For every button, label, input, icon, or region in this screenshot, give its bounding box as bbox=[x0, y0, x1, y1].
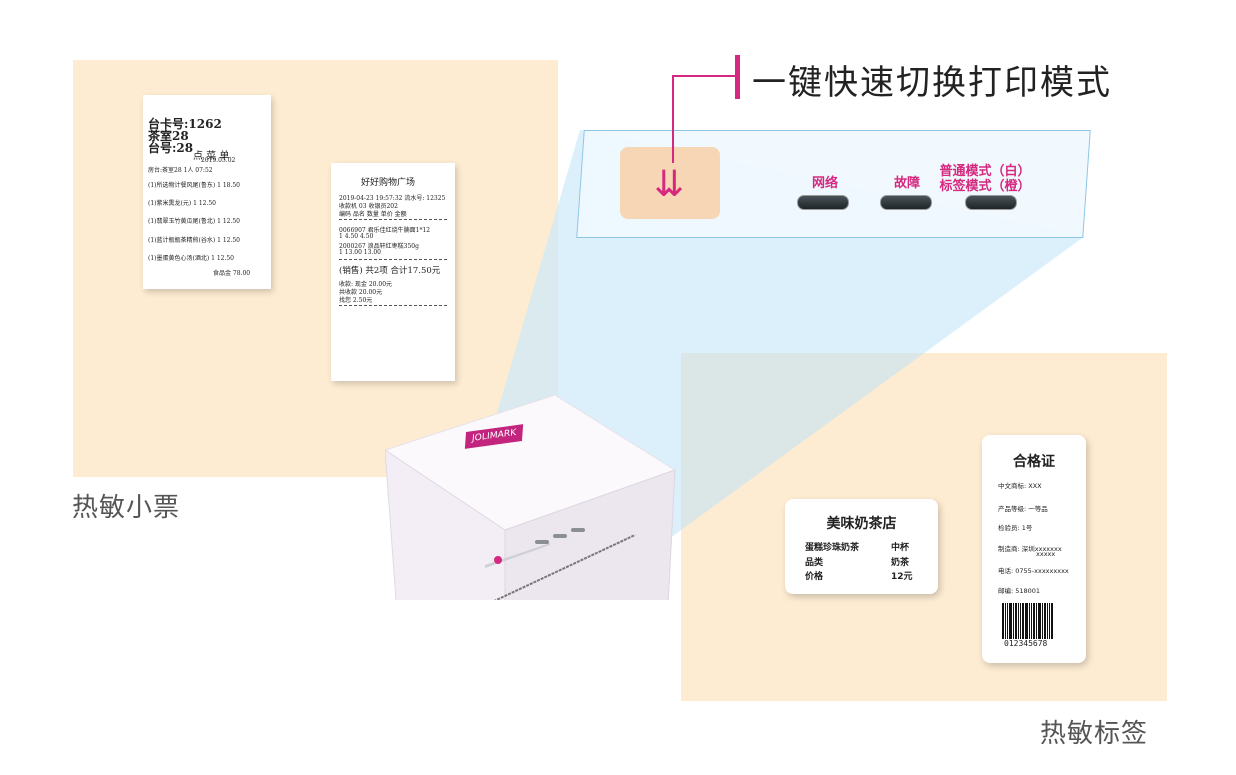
fault-indicator-label: 故障 bbox=[893, 176, 920, 191]
receipt-line: 找您 2.50元 bbox=[339, 297, 373, 304]
shopping-receipt: 好好购物广场 2019-04-23 19:57:32 流水号: 12325 收款… bbox=[331, 163, 455, 381]
receipt-line: 台卡号:1262 bbox=[148, 117, 222, 131]
barcode-bar bbox=[1009, 603, 1012, 639]
barcode-bar bbox=[1002, 603, 1004, 639]
label-line: 中文商标: XXX bbox=[998, 482, 1042, 490]
receipt-line: (1)翡翠玉竹黄瓜尾(鲁北) 1 12.50 bbox=[148, 218, 240, 225]
callout-line-vertical bbox=[672, 75, 674, 163]
mode-switch-button[interactable] bbox=[620, 147, 720, 219]
barcode-bar bbox=[1051, 603, 1053, 639]
fault-led bbox=[880, 195, 932, 210]
barcode-bar bbox=[1005, 603, 1006, 639]
barcode-bar bbox=[1029, 603, 1030, 639]
label-value: 12元 bbox=[891, 572, 913, 582]
receipt-line: 2019-04-23 19:57:32 流水号: 12325 bbox=[339, 195, 446, 202]
receipt-line: 收款: 现金 20.00元 bbox=[339, 281, 393, 288]
label-value: 奶茶 bbox=[891, 558, 910, 568]
network-led bbox=[797, 195, 849, 210]
label-line: 制造商: 深圳xxxxxxx bbox=[998, 545, 1062, 553]
receipt-total: (销售) 共2项 合计17.50元 bbox=[339, 266, 441, 276]
barcode-bar bbox=[1013, 603, 1014, 639]
label-line: 邮编: 518001 bbox=[998, 587, 1041, 595]
receipt-line: (1)墨蛋黄色心汤(酒北) 1 12.50 bbox=[148, 255, 234, 262]
receipt-line: 编码 品名 数量 单价 金额 bbox=[339, 211, 407, 218]
receipt-line: 1 13.00 13.00 bbox=[339, 249, 381, 256]
receipt-divider bbox=[339, 219, 447, 220]
receipt-line: 房台:茶室28 1人 07:52 bbox=[148, 167, 213, 174]
barcode-bar bbox=[1038, 603, 1041, 639]
receipt-line: 1 4.50 4.50 bbox=[339, 233, 374, 240]
barcode-bar bbox=[1044, 603, 1046, 639]
label-line: 检验员: 1号 bbox=[998, 524, 1033, 532]
receipt-divider bbox=[339, 259, 447, 260]
label-mode-label: 标签模式（橙） bbox=[939, 179, 1031, 194]
barcode-bar bbox=[1047, 603, 1048, 639]
label-line: 电话: 0755-xxxxxxxxx bbox=[998, 567, 1069, 575]
label-value: 中杯 bbox=[891, 543, 910, 553]
receipt-divider bbox=[339, 305, 447, 306]
printer-body bbox=[385, 395, 677, 600]
normal-mode-label: 普通模式（白） bbox=[939, 164, 1031, 179]
barcode-number: 012345678 bbox=[1004, 639, 1048, 648]
barcode-bar bbox=[1015, 603, 1017, 639]
certificate-label: 合格证 中文商标: XXX 产品等级: 一等品 检验员: 1号 制造商: 深圳x… bbox=[982, 435, 1086, 663]
receipt-line: (1)紫米熏龙(元) 1 12.50 bbox=[148, 200, 216, 207]
callout-line bbox=[673, 75, 735, 77]
receipt-line: (1)蓝计瓶瓶茶精煎(谷水) 1 12.50 bbox=[148, 237, 240, 244]
receipt-line: 食品金 78.00 bbox=[213, 270, 251, 277]
mode-switch-icon: ⇊ bbox=[653, 164, 685, 205]
receipt-title: 好好购物广场 bbox=[361, 178, 416, 188]
headline: 一键快速切换打印模式 bbox=[752, 63, 1112, 103]
caption-thermal-label: 热敏标签 bbox=[1040, 719, 1149, 749]
label-key: 品类 bbox=[805, 558, 824, 568]
receipt-line: 2019.05.02 bbox=[201, 157, 236, 164]
barcode-bar bbox=[1033, 603, 1035, 639]
label-line: 产品等级: 一等品 bbox=[998, 505, 1048, 513]
barcode-bar bbox=[1049, 603, 1050, 639]
label-line: xxxxx bbox=[1036, 550, 1056, 558]
caption-thermal-receipt: 热敏小票 bbox=[72, 493, 181, 523]
receipt-line: (1)所选物计餐风尾(鲁东) 1 18.50 bbox=[148, 182, 240, 189]
label-key: 价格 bbox=[805, 572, 824, 582]
barcode-bar bbox=[1042, 603, 1043, 639]
label-title: 美味奶茶店 bbox=[826, 516, 897, 532]
receipt-line: 0066907 君乐佳红烧牛腩面1*12 bbox=[339, 227, 431, 234]
receipt-line: 茶室28 bbox=[148, 129, 189, 143]
barcode-bar bbox=[1025, 603, 1028, 639]
barcode-bar bbox=[1020, 603, 1021, 639]
barcode bbox=[1002, 603, 1068, 643]
label-title: 合格证 bbox=[1013, 454, 1055, 470]
receipt-line: 台号:28 bbox=[148, 141, 194, 155]
barcode-bar bbox=[1031, 603, 1032, 639]
receipt-line: 2000267 浪品轩红枣糕350g bbox=[339, 243, 419, 250]
mode-led bbox=[965, 195, 1017, 210]
barcode-bar bbox=[1007, 603, 1008, 639]
order-receipt: 台卡号:1262 茶室28 台号:28 点 菜 单 2019.05.02 房台:… bbox=[143, 95, 271, 289]
milk-tea-label: 美味奶茶店 蛋糕珍珠奶茶 中杯 品类 奶茶 价格 12元 bbox=[785, 499, 938, 594]
barcode-bar bbox=[1018, 603, 1019, 639]
barcode-bar bbox=[1036, 603, 1037, 639]
receipt-line: 点 菜 单 bbox=[193, 151, 230, 162]
barcode-bar bbox=[1022, 603, 1024, 639]
label-key: 蛋糕珍珠奶茶 bbox=[805, 543, 860, 553]
network-indicator-label: 网络 bbox=[811, 176, 838, 191]
headline-marker bbox=[735, 55, 740, 99]
receipt-line: 共收款 20.00元 bbox=[339, 289, 383, 296]
receipt-line: 收款机 03 收银员202 bbox=[339, 203, 398, 210]
